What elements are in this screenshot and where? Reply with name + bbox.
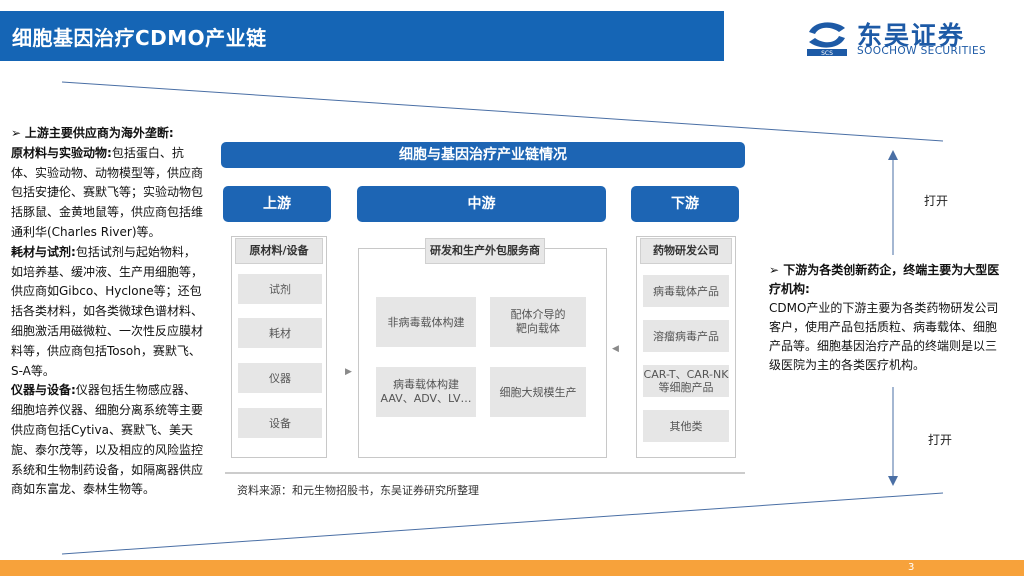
midstream-frame <box>358 248 607 458</box>
midstream-item-viral: 病毒载体构建 AAV、ADV、LV… <box>376 367 476 417</box>
page-number: 3 <box>908 562 915 573</box>
downstream-item-cell-products: CAR-T、CAR-NK 等细胞产品 <box>643 365 729 397</box>
svg-text:SCS: SCS <box>821 50 833 57</box>
midstream-head: 研发和生产外包服务商 <box>425 238 545 264</box>
consumables-heading: 耗材与试剂: <box>11 244 76 259</box>
bullet-arrow-icon: ➢ <box>769 263 784 277</box>
stage-midstream: 中游 <box>357 186 606 222</box>
downstream-item-oncolytic: 溶瘤病毒产品 <box>643 320 729 352</box>
equipment-heading: 仪器与设备: <box>11 383 76 398</box>
downstream-text: CDMO产业的下游主要为各类药物研发公司客户，使用产品包括质粒、病毒载体、细胞产… <box>769 301 999 372</box>
downstream-item-other: 其他类 <box>643 410 729 442</box>
raw-material-text: 包括蛋白、抗体、实验动物、动物模型等，供应商包括安捷伦、赛默飞等；实验动物包括豚… <box>11 145 204 239</box>
downstream-head: 药物研发公司 <box>640 238 732 264</box>
equipment-text: 仪器包括生物感应器、细胞培养仪器、细胞分离系统等主要供应商包括Cytiva、赛默… <box>11 383 204 497</box>
logo-name: 东吴证券 <box>857 21 966 50</box>
stage-upstream: 上游 <box>223 186 331 222</box>
logo-mark-icon: SCS <box>807 22 847 57</box>
upstream-item-instruments: 仪器 <box>238 363 322 393</box>
page-title: 细胞基因治疗CDMO产业链 <box>12 26 267 50</box>
downstream-item-viral-vector: 病毒载体产品 <box>643 275 729 307</box>
diagram-title: 细胞与基因治疗产业链情况 <box>221 142 745 168</box>
open-label-top[interactable]: 打开 <box>924 194 949 208</box>
downstream-bullet: 下游为各类创新药企，终端主要为大型医疗机构: <box>769 263 1000 296</box>
source-divider <box>225 472 745 474</box>
consumables-text: 包括试剂与起始物料，如培养基、缓冲液、生产用细胞等，供应商如Gibco、Hycl… <box>11 244 204 378</box>
downstream-description: ➢ 下游为各类创新药企，终端主要为大型医疗机构: CDMO产业的下游主要为各类药… <box>769 261 1001 375</box>
arrow-right-icon: ▶ <box>345 367 352 377</box>
midstream-item-ligand: 配体介导的 靶向载体 <box>490 297 586 347</box>
company-logo: SCS 东吴证券 SOOCHOW SECURITIES <box>805 18 1015 58</box>
upstream-description: ➢ 上游主要供应商为海外垄断: 原材料与实验动物:包括蛋白、抗体、实验动物、动物… <box>11 124 207 500</box>
arrow-left-icon: ◀ <box>612 344 619 354</box>
upstream-bullet: 上游主要供应商为海外垄断: <box>24 126 174 140</box>
midstream-item-cell-production: 细胞大规模生产 <box>490 367 586 417</box>
title-bar: 细胞基因治疗CDMO产业链 <box>0 11 724 61</box>
upstream-item-equipment: 设备 <box>238 408 322 438</box>
open-label-bottom[interactable]: 打开 <box>928 433 953 447</box>
logo-english-name: SOOCHOW SECURITIES <box>857 45 987 57</box>
upstream-item-consumables: 耗材 <box>238 318 322 348</box>
bullet-arrow-icon: ➢ <box>11 126 25 140</box>
upstream-head: 原材料/设备 <box>235 238 323 264</box>
upstream-item-reagent: 试剂 <box>238 274 322 304</box>
source-note: 资料来源：和元生物招股书，东吴证券研究所整理 <box>237 484 479 497</box>
raw-material-heading: 原材料与实验动物: <box>11 145 112 160</box>
footer-bar <box>0 560 1024 576</box>
midstream-item-nonviral: 非病毒载体构建 <box>376 297 476 347</box>
stage-downstream: 下游 <box>631 186 739 222</box>
